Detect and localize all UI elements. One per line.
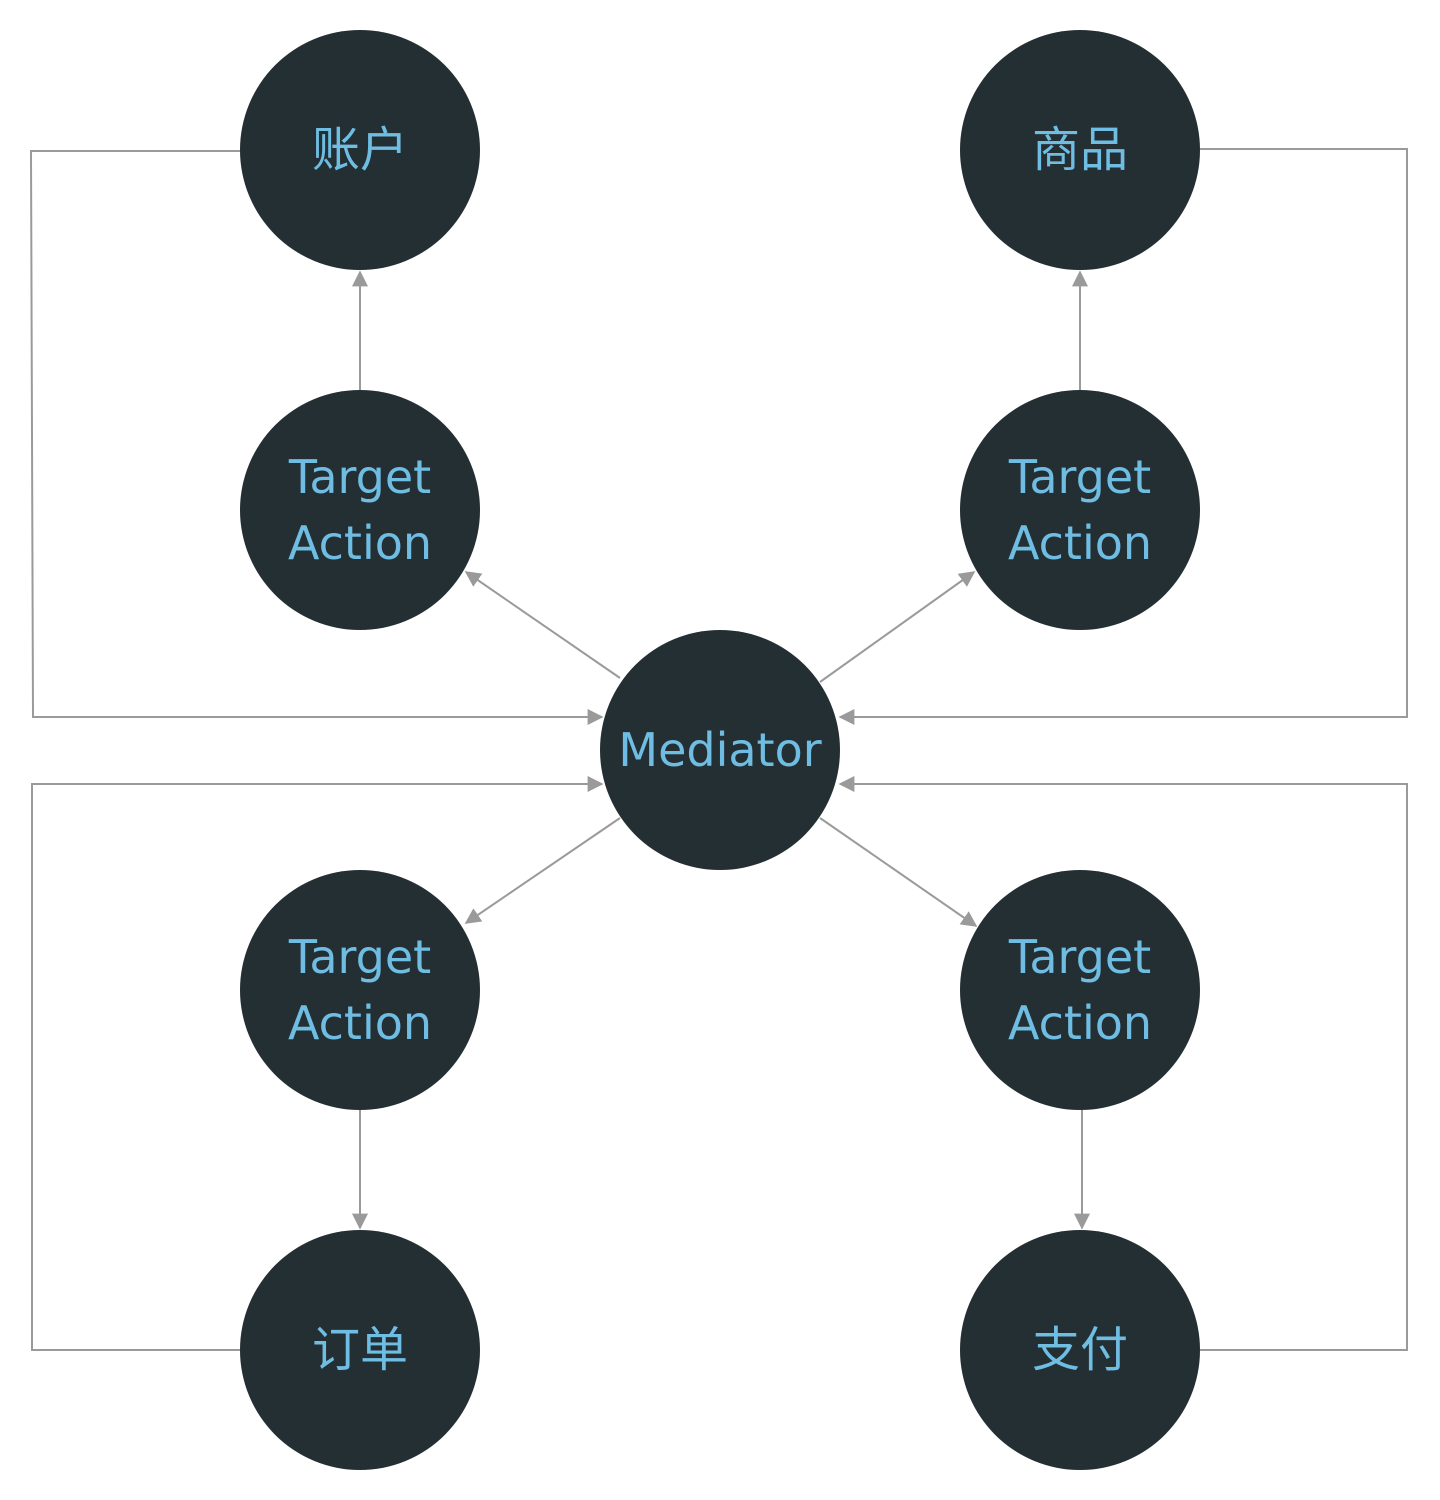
target-action-node-payment: Target Action xyxy=(960,870,1200,1110)
target-action-line2: Action xyxy=(287,996,433,1050)
module-node-account: 账户 xyxy=(240,30,480,270)
edge-mediator-ta-order xyxy=(464,817,621,924)
module-node-payment: 支付 xyxy=(960,1230,1200,1470)
target-action-line1: Target xyxy=(288,930,432,984)
target-action-line2: Action xyxy=(1007,996,1153,1050)
module-label-payment: 支付 xyxy=(1031,1322,1128,1378)
target-action-line1: Target xyxy=(1008,930,1152,984)
edge-mediator-ta-account xyxy=(464,571,621,679)
edge-goods-to-mediator xyxy=(838,148,1408,725)
module-label-goods: 商品 xyxy=(1031,122,1128,178)
mediator-label: Mediator xyxy=(618,723,822,777)
mediator-node: Mediator xyxy=(600,630,840,870)
module-node-order: 订单 xyxy=(240,1230,480,1470)
edge-mediator-ta-payment xyxy=(819,817,978,927)
module-label-order: 订单 xyxy=(311,1322,408,1378)
target-action-line1: Target xyxy=(288,450,432,504)
module-node-goods: 商品 xyxy=(960,30,1200,270)
target-action-line2: Action xyxy=(1007,516,1153,570)
target-action-line2: Action xyxy=(287,516,433,570)
edge-order-to-mediator xyxy=(31,776,604,1351)
edge-account-to-mediator xyxy=(29,150,604,725)
edge-mediator-ta-goods xyxy=(819,571,976,683)
module-label-account: 账户 xyxy=(311,122,408,178)
target-action-node-account: Target Action xyxy=(240,390,480,630)
edge-payment-to-mediator xyxy=(838,776,1408,1351)
target-action-node-order: Target Action xyxy=(240,870,480,1110)
target-action-line1: Target xyxy=(1008,450,1152,504)
target-action-node-goods: Target Action xyxy=(960,390,1200,630)
